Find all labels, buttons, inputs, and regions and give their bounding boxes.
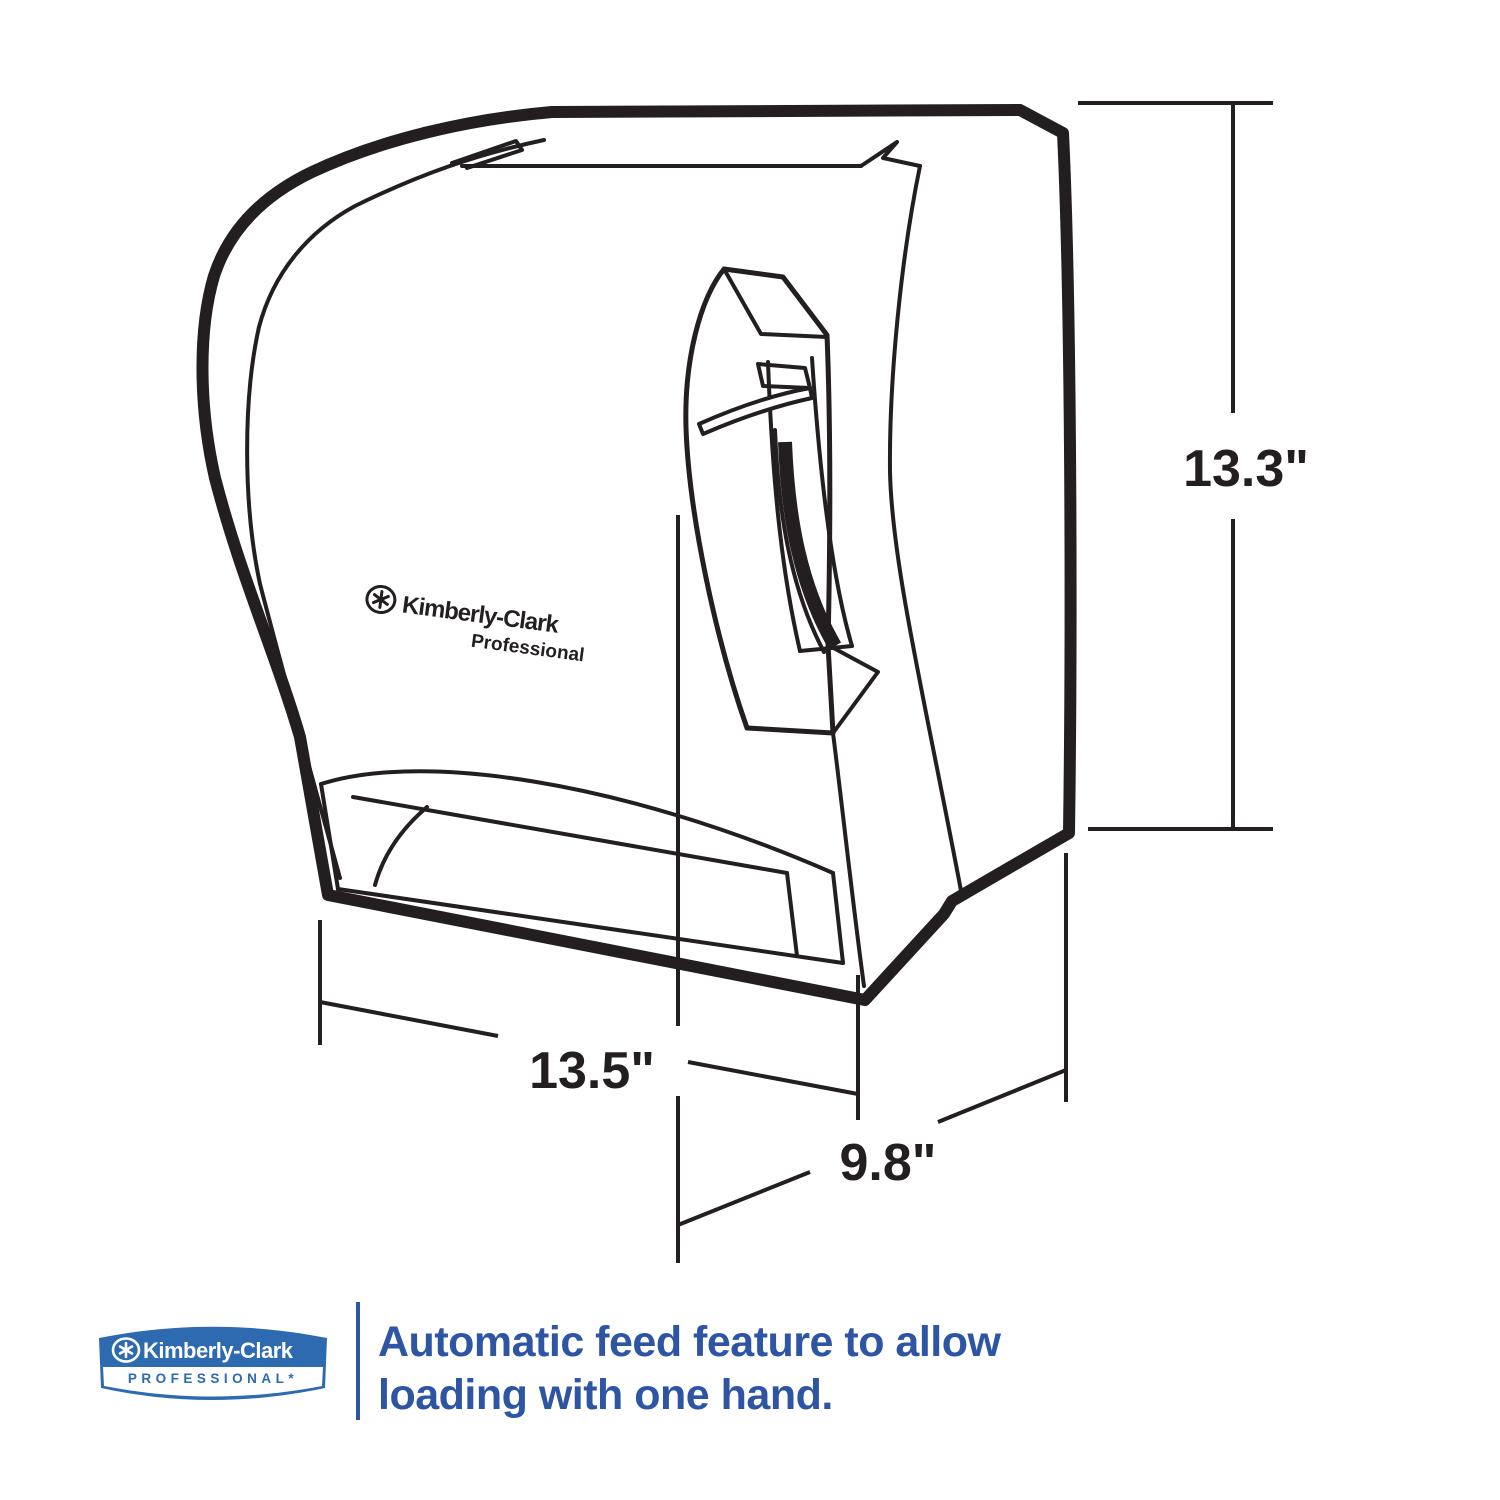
- slot-right-outer-edge: [831, 871, 845, 965]
- kimberly-clark-professional-badge: Kimberly-Clark PROFESSIONAL*: [99, 1326, 327, 1400]
- lever-housing-bottom-edges: [826, 643, 880, 735]
- device-logo-division: Professional: [470, 631, 586, 667]
- device-logo: Kimberly-Clark Professional: [365, 584, 586, 667]
- right-seam-curve: [887, 164, 964, 898]
- footer-divider: [356, 1302, 360, 1420]
- dimension-width: 13.5": [318, 920, 860, 1120]
- kimberly-clark-star-icon: [371, 590, 390, 609]
- slot-bottom-edge: [336, 887, 845, 965]
- lever-slot-bottom-edge: [798, 644, 854, 653]
- height-label: 13.3": [1183, 440, 1309, 498]
- top-face-fold-right: [859, 140, 922, 168]
- paper-flap: [697, 386, 814, 436]
- badge-star-icon: [118, 1341, 134, 1359]
- top-face-notch-left: [450, 139, 524, 170]
- depth-label: 9.8": [840, 1134, 937, 1192]
- badge-white-band: [103, 1367, 323, 1397]
- lever-housing: [683, 266, 836, 736]
- dimension-height: 13.3": [1078, 101, 1309, 831]
- badge-division: PROFESSIONAL*: [128, 1371, 298, 1386]
- front-right-edge: [831, 731, 866, 988]
- caption-line1: Automatic feed feature to allow: [378, 1318, 1001, 1366]
- slot-inner-top-edge: [351, 795, 789, 875]
- lever-slot-right-edge: [810, 356, 854, 648]
- dispenser-outline: [196, 104, 1077, 1006]
- caption-line2: loading with one hand.: [378, 1371, 833, 1419]
- slot-left-edge: [319, 782, 340, 891]
- lever-housing-top-edges: [722, 267, 829, 339]
- dispenser-drawing: Kimberly-Clark Professional: [196, 104, 1077, 1006]
- dimension-depth: 9.8": [676, 515, 1068, 1263]
- dimension-callouts: 13.3" 13.5" 9.8": [318, 101, 1309, 1263]
- slot-inner-right-edge: [785, 871, 799, 958]
- badge-brand: Kimberly-Clark: [143, 1338, 294, 1363]
- badge-roundel-icon: [111, 1337, 141, 1363]
- slot-outer-top-curve: [319, 769, 835, 875]
- dispense-slot: [319, 769, 845, 965]
- lever-bar: [778, 441, 842, 650]
- kimberly-clark-roundel-icon: [365, 584, 397, 615]
- caption-text: Automatic feed feature to allow loading …: [378, 1316, 1001, 1422]
- width-label: 13.5": [529, 1042, 655, 1100]
- cover-seam-line: [245, 138, 546, 880]
- slot-inner-left-curve: [373, 805, 429, 887]
- lever-bar-inner-line: [773, 428, 826, 654]
